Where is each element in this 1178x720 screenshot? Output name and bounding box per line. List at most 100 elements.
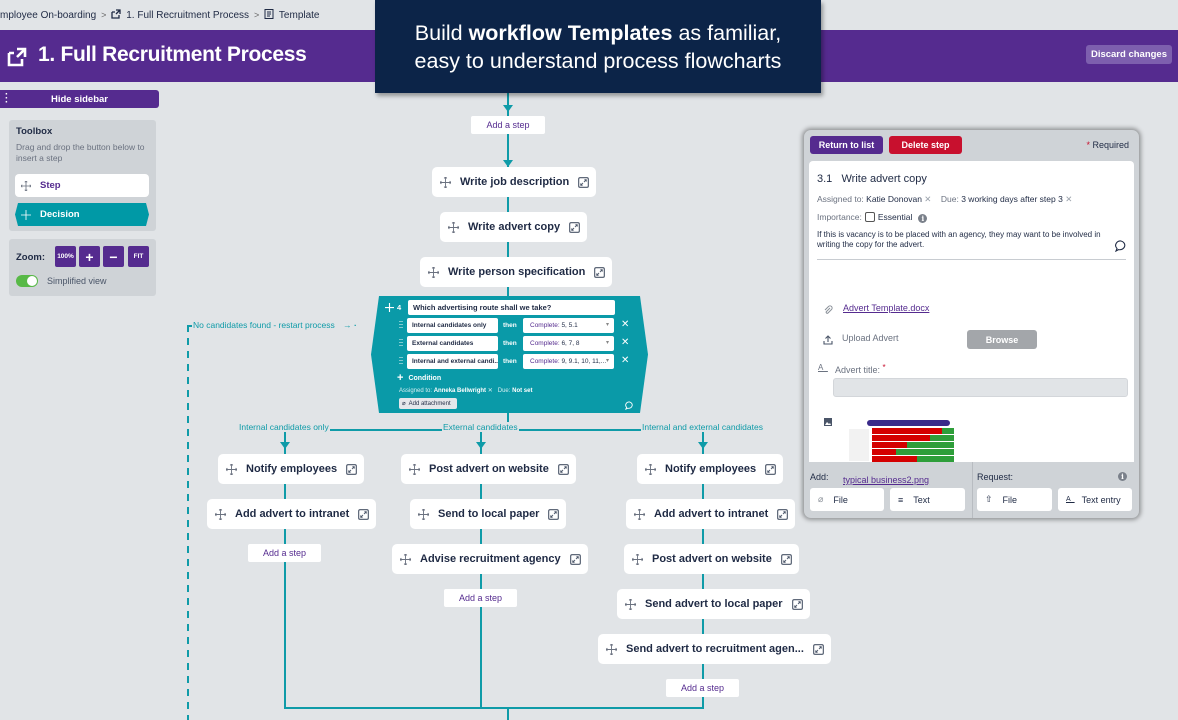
attachment-link[interactable]: Advert Template.docx: [843, 303, 930, 313]
move-icon[interactable]: [215, 509, 226, 520]
zoom-fit-button[interactable]: FIT: [128, 246, 149, 267]
step-node[interactable]: Add advert to intranet: [207, 499, 377, 529]
breadcrumb-item-onboarding[interactable]: mployee On-boarding: [0, 9, 97, 21]
delete-step-button[interactable]: Delete step: [889, 136, 962, 154]
step-node[interactable]: Write job description: [432, 167, 597, 197]
decision-question-input[interactable]: Which advertising route shall we take?: [408, 300, 615, 315]
step-node[interactable]: Write advert copy: [440, 212, 588, 242]
expand-icon[interactable]: [777, 509, 788, 520]
zoom-reset-button[interactable]: 100%: [55, 246, 76, 267]
expand-icon[interactable]: [570, 554, 581, 565]
due-value[interactable]: 3 working days after step 3: [961, 194, 1063, 204]
condition-action-select[interactable]: Complete: 6, 7, 8▾: [523, 336, 614, 351]
return-to-list-button[interactable]: Return to list: [810, 136, 883, 154]
move-icon[interactable]: [385, 303, 394, 312]
arrow-right-icon: → ·: [343, 320, 357, 330]
remove-condition-icon[interactable]: ✕: [621, 337, 630, 348]
condition-input[interactable]: External candidates: [407, 336, 498, 351]
info-icon[interactable]: i: [1118, 472, 1127, 481]
hide-sidebar-button[interactable]: ··· Hide sidebar: [0, 90, 159, 108]
simplified-view-toggle[interactable]: [16, 275, 38, 287]
paperclip-icon: ⌀: [402, 401, 406, 407]
decision-node[interactable]: 4 Which advertising route shall we take?…: [371, 296, 648, 413]
move-icon[interactable]: [625, 599, 636, 610]
add-condition-button[interactable]: + Condition: [397, 372, 442, 384]
add-step-button[interactable]: Add a step: [444, 589, 517, 607]
step-node[interactable]: Advise recruitment agency: [392, 544, 588, 574]
add-step-button[interactable]: Add a step: [666, 679, 739, 697]
move-icon[interactable]: [226, 464, 237, 475]
step-node[interactable]: Send advert to recruitment agen...: [598, 634, 831, 664]
add-text-button[interactable]: ≡Text: [890, 488, 965, 511]
move-icon[interactable]: [448, 222, 459, 233]
move-icon[interactable]: [428, 267, 439, 278]
toolbox-step-draggable[interactable]: Step: [15, 174, 149, 197]
image-thumbnail[interactable]: [847, 420, 954, 464]
expand-icon[interactable]: [813, 644, 824, 655]
breadcrumb-item-template[interactable]: Template: [264, 9, 320, 21]
toolbox-decision-draggable[interactable]: Decision: [15, 203, 149, 226]
step-node[interactable]: Notify employees: [637, 454, 784, 484]
add-attachment-button[interactable]: ⌀ Add attachment: [399, 398, 457, 409]
move-icon[interactable]: [400, 554, 411, 565]
browse-button[interactable]: Browse: [967, 330, 1037, 349]
step-node[interactable]: Notify employees: [218, 454, 365, 484]
advert-title-input[interactable]: [833, 378, 1128, 397]
move-icon[interactable]: [409, 464, 420, 475]
info-icon[interactable]: i: [918, 214, 928, 223]
move-icon[interactable]: [440, 177, 451, 188]
breadcrumb-item-process[interactable]: 1. Full Recruitment Process: [111, 9, 249, 21]
image-link[interactable]: typical business2.png: [843, 475, 930, 485]
assignee-value[interactable]: Katie Donovan: [866, 194, 922, 204]
expand-icon[interactable]: [594, 267, 605, 278]
zoom-in-button[interactable]: +: [79, 246, 100, 267]
move-icon: [21, 210, 31, 220]
move-icon[interactable]: [632, 554, 643, 565]
condition-input[interactable]: Internal and external candi...: [407, 354, 498, 369]
expand-icon[interactable]: [548, 509, 559, 520]
move-icon[interactable]: [418, 509, 429, 520]
remove-condition-icon[interactable]: ✕: [621, 355, 630, 366]
remove-assignee-icon[interactable]: ✕: [924, 194, 932, 204]
move-icon[interactable]: [606, 644, 617, 655]
expand-icon[interactable]: [765, 464, 776, 475]
expand-icon[interactable]: [346, 464, 357, 475]
add-step-button[interactable]: Add a step: [248, 544, 321, 562]
condition-action-select[interactable]: Complete: 9, 9.1, 10, 11,...▾: [523, 354, 614, 369]
condition-action-select[interactable]: Complete: 5, 5.1▾: [523, 318, 614, 333]
comment-icon[interactable]: [625, 401, 634, 410]
step-node[interactable]: Send advert to local paper: [617, 589, 810, 619]
step-description[interactable]: If this is vacancy is to be placed with …: [817, 230, 1101, 249]
remove-due-icon[interactable]: ✕: [1065, 194, 1073, 204]
condition-input[interactable]: Internal candidates only: [407, 318, 498, 333]
expand-icon[interactable]: [792, 599, 803, 610]
remove-condition-icon[interactable]: ✕: [621, 319, 630, 330]
step-node[interactable]: Post advert on website: [401, 454, 576, 484]
step-node[interactable]: Write person specification: [420, 257, 613, 287]
arrow-down-icon: [280, 442, 290, 449]
move-icon[interactable]: [634, 509, 645, 520]
step-node[interactable]: Send to local paper: [410, 499, 567, 529]
essential-checkbox[interactable]: [864, 212, 875, 222]
expand-icon[interactable]: [578, 177, 589, 188]
step-node[interactable]: Post advert on website: [624, 544, 799, 574]
discard-changes-button[interactable]: Discard changes: [1085, 45, 1172, 64]
expand-icon[interactable]: [358, 509, 369, 520]
drag-handle-icon[interactable]: [399, 321, 403, 330]
step-node[interactable]: Add advert to intranet: [626, 499, 796, 529]
expand-icon[interactable]: [558, 464, 569, 475]
zoom-out-button[interactable]: −: [103, 246, 124, 267]
comment-icon[interactable]: [1115, 240, 1127, 252]
expand-icon[interactable]: [781, 554, 792, 565]
request-text-entry-button[interactable]: A_Text entry: [1058, 488, 1132, 511]
move-icon[interactable]: [645, 464, 656, 475]
remove-assignee-icon[interactable]: ✕: [487, 388, 493, 394]
zoom-panel: Zoom: 100% + − FIT Simplified view: [9, 239, 156, 296]
breadcrumb-separator: >: [101, 10, 107, 20]
drag-handle-icon[interactable]: [399, 339, 403, 348]
add-file-button[interactable]: ⌀File: [810, 488, 884, 511]
expand-icon[interactable]: [569, 222, 580, 233]
drag-handle-icon[interactable]: [399, 357, 403, 366]
add-step-button[interactable]: Add a step: [471, 116, 545, 134]
request-file-button[interactable]: ⇧File: [977, 488, 1052, 511]
